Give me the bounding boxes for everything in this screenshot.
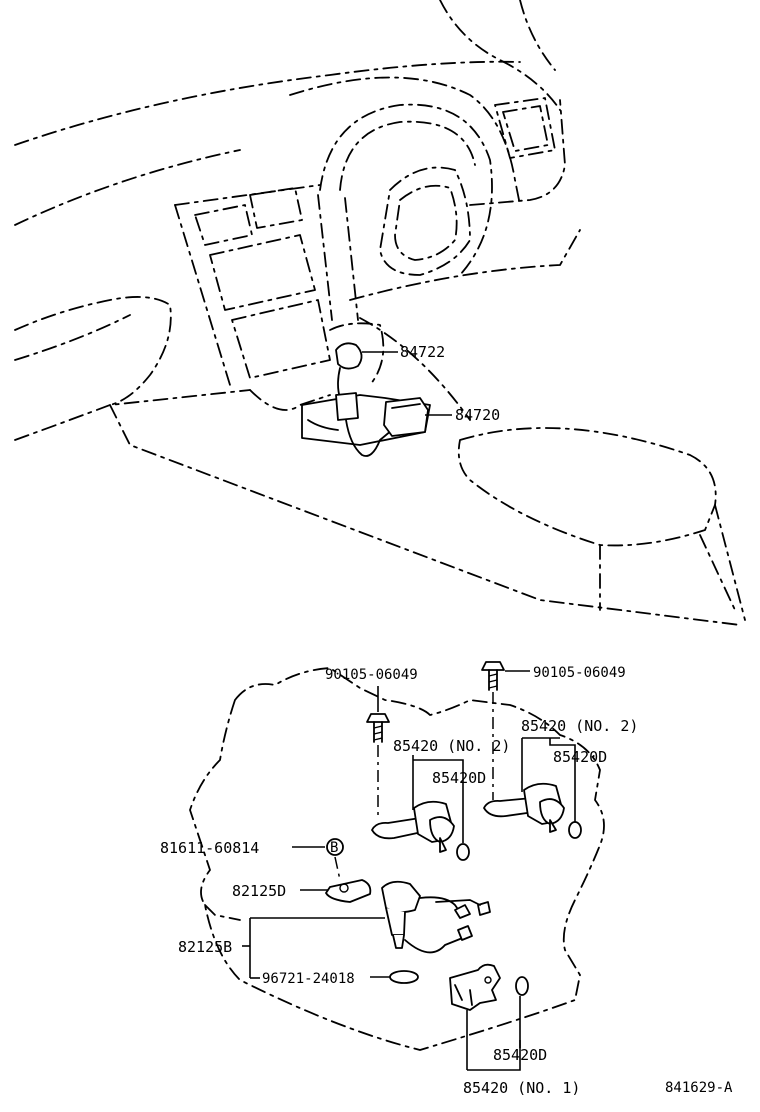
bolt-marker-icon	[326, 838, 344, 856]
bolt-left-icon	[366, 713, 390, 815]
callout-oring-left: 85420D	[432, 769, 486, 787]
transmission-outline	[189, 667, 605, 1051]
solenoid-no2-right	[483, 782, 582, 839]
callout-gasket: 82125D	[232, 882, 286, 900]
callout-solenoid-no1: 85420 (NO. 1)	[463, 1079, 580, 1097]
solenoid-no2-left	[371, 800, 470, 861]
gasket-icon	[325, 879, 372, 903]
callout-solenoid-no2-right: 85420 (NO. 2)	[521, 717, 638, 735]
callout-solenoid-no1-oring: 85420D	[493, 1046, 547, 1064]
callout-solenoid-no2-left: 85420 (NO. 2)	[393, 737, 510, 755]
dashboard-illustration	[14, 0, 746, 626]
diagram-id: 841629-A	[665, 1080, 733, 1096]
callout-oring-right: 85420D	[553, 748, 607, 766]
grommet-icon	[389, 970, 419, 984]
callout-bolt-left: 90105-06049	[325, 667, 418, 683]
shift-lock-assembly	[301, 342, 452, 457]
callout-grommet: 96721-24018	[262, 971, 355, 987]
speed-sensor-icon	[381, 880, 491, 954]
callout-harness: 82125B	[178, 938, 232, 956]
bolt-marker-label: B	[330, 840, 338, 856]
bolt-right-icon	[481, 661, 505, 800]
callout-sensor-bolt: 81611-60814	[160, 839, 259, 857]
callout-84722: 84722	[400, 343, 445, 361]
solenoid-no1	[449, 963, 529, 1011]
callout-bolt-right: 90105-06049	[533, 665, 626, 681]
callout-84720: 84720	[455, 406, 500, 424]
